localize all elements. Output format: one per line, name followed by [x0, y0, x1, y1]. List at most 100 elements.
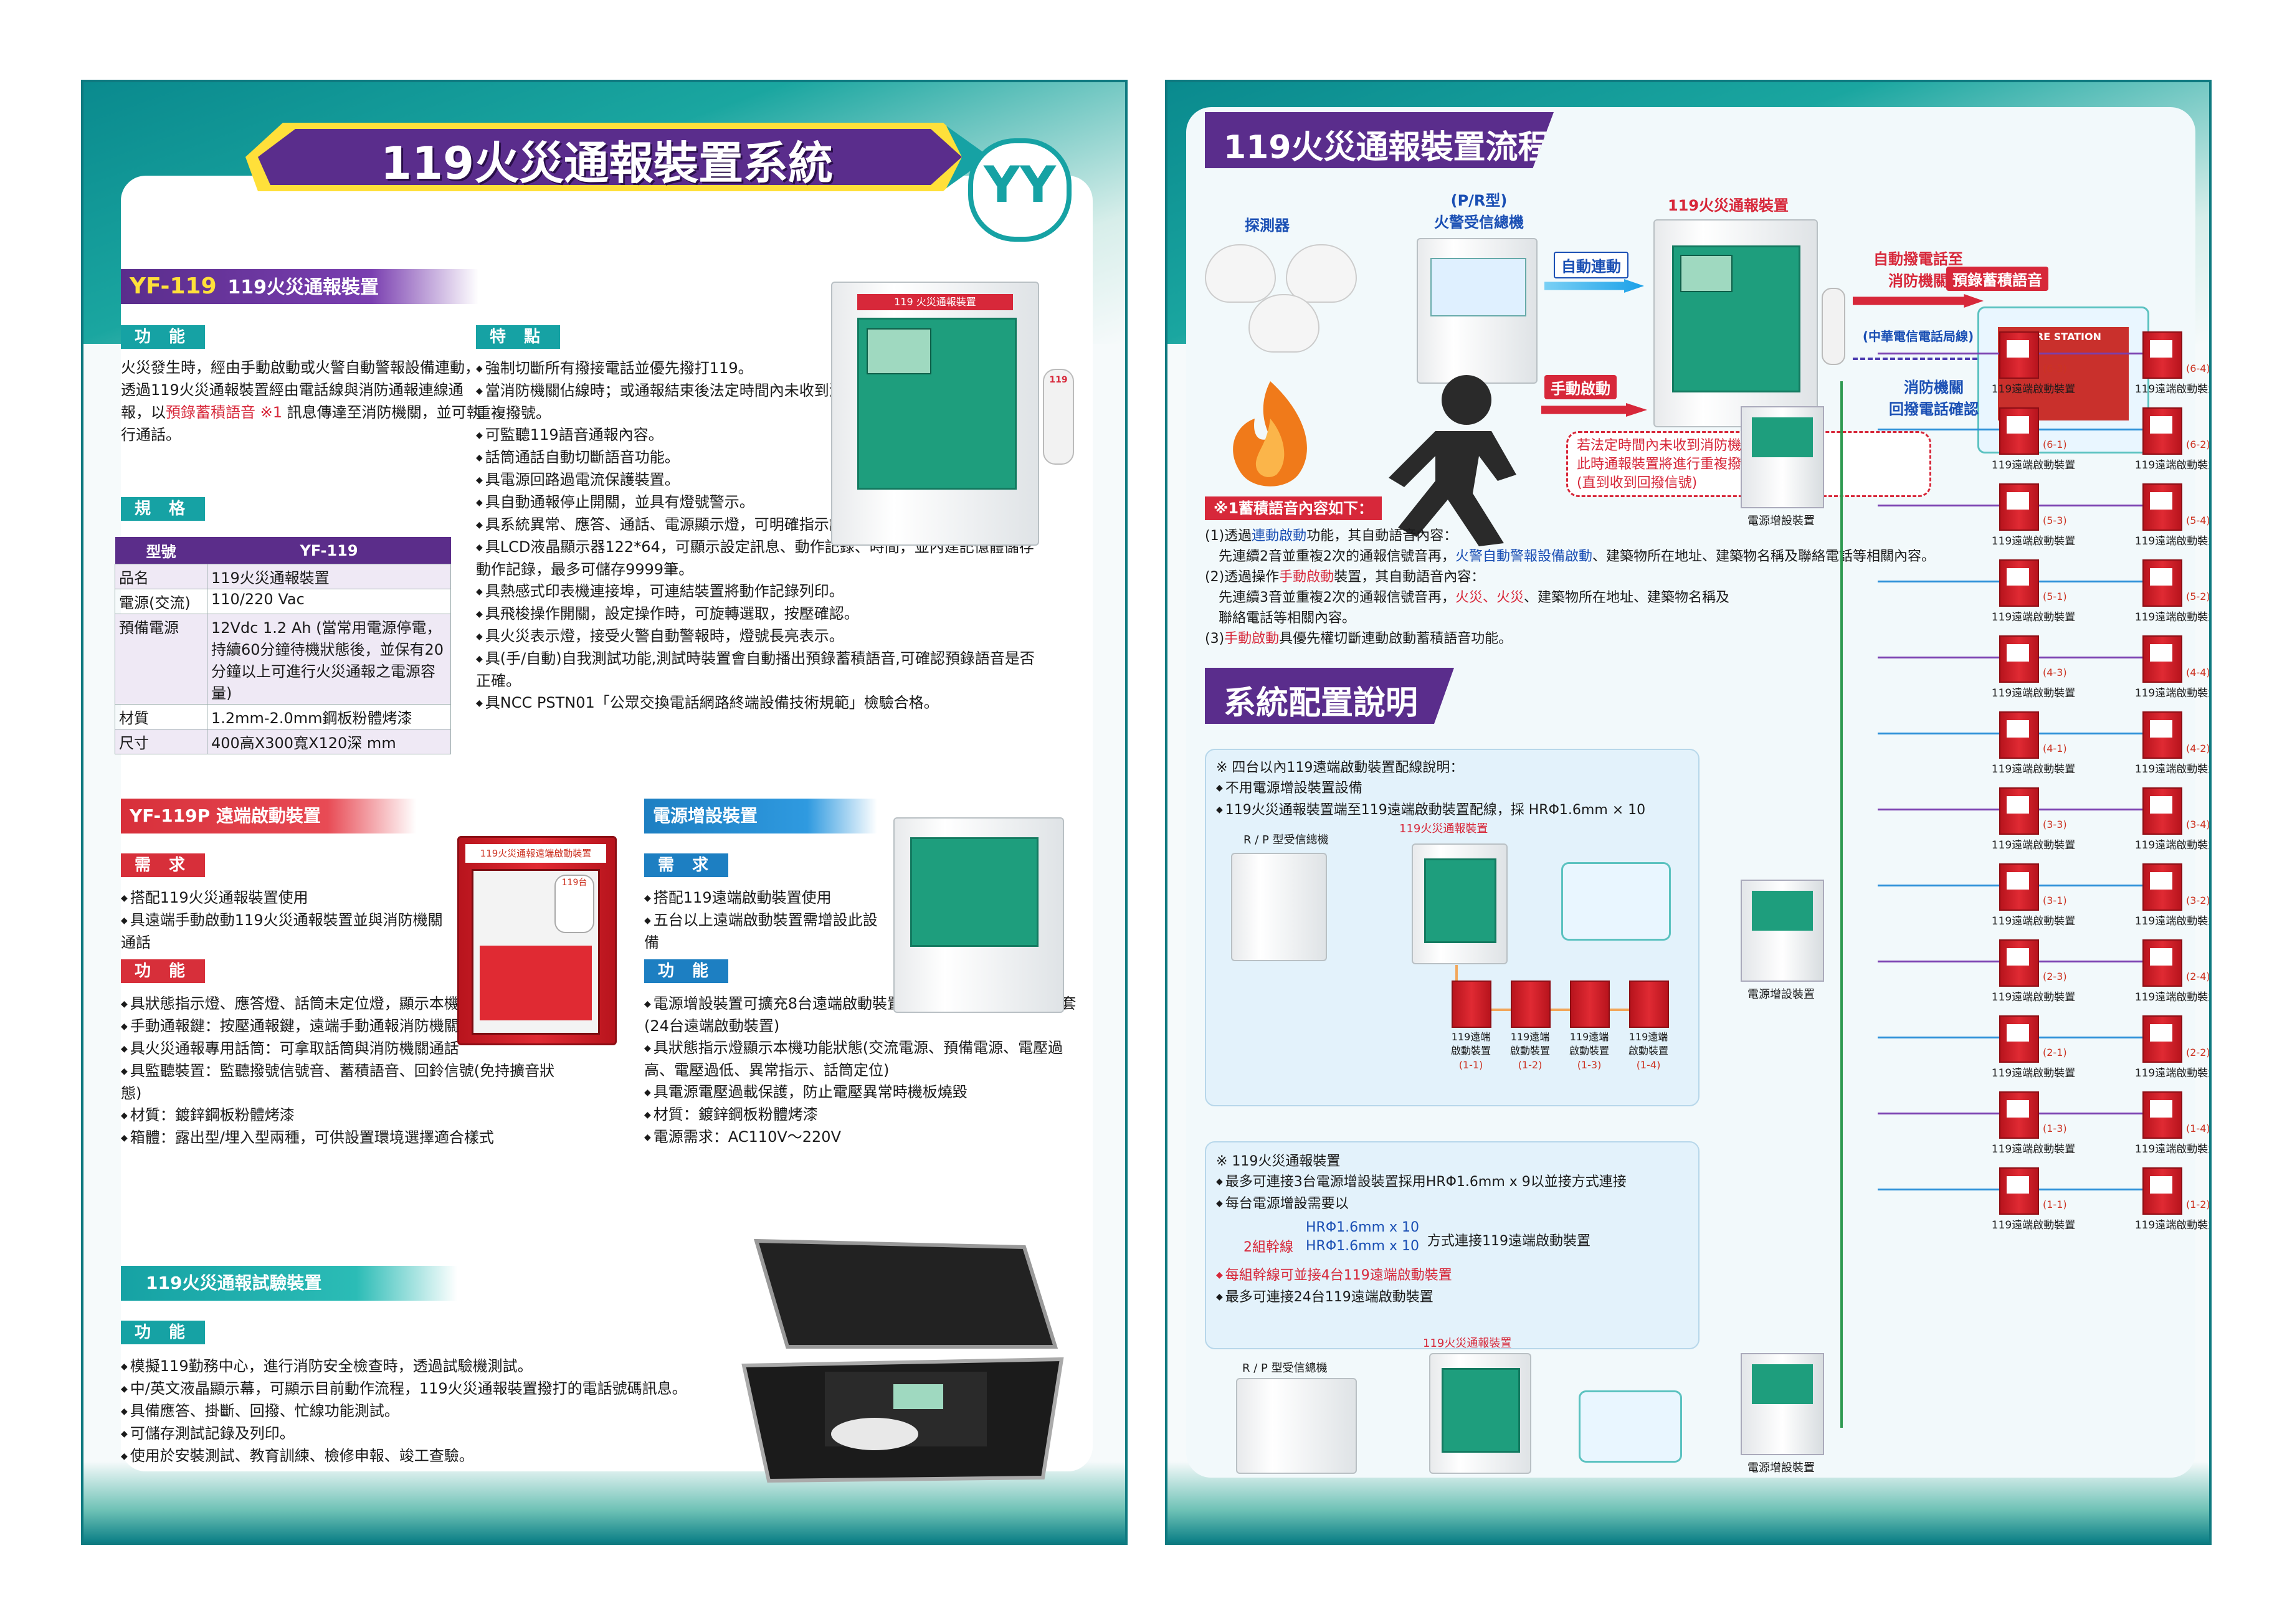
remote-code: (3-4) — [2186, 819, 2210, 830]
box1-receiver-label: R / P 型受信總機 — [1243, 833, 1329, 847]
title-banner: 119火災通報裝置系統 — [245, 116, 993, 197]
remote-code: (5-2) — [2186, 591, 2210, 602]
remote-label: 119遠端啟動裝置 — [2134, 763, 2212, 776]
remote-code: (6-1) — [2043, 439, 2067, 450]
yf119-device-label: 119 火災通報裝置 — [857, 294, 1013, 310]
flow-title: 119火災通報裝置流程 — [1224, 129, 1551, 166]
function-item: 具備應答、掛斷、回撥、忙線功能測試。 — [121, 1400, 731, 1423]
feature-item: 強制切斷所有撥接電話並優先撥打119。 — [476, 358, 1037, 380]
remote-unit: (2-1)119遠端啟動裝置 — [1977, 1015, 2077, 1084]
remote-code: (3-3) — [2043, 819, 2067, 830]
function-item: 使用於安裝測試、教育訓練、檢修申報、竣工查驗。 — [121, 1445, 731, 1468]
yf119p-instruction-plate — [480, 946, 592, 1020]
remote-label: 119遠端啟動裝置 — [1991, 1067, 2076, 1080]
feature-item: 話筒通話自動切斷語音功能。 — [476, 447, 1037, 469]
note1-pre: (1)透過 — [1205, 528, 1252, 544]
remote-code: (5-1) — [2043, 591, 2067, 602]
remote-box-icon — [2142, 939, 2182, 987]
remote-code: (1-4) — [1636, 1059, 1661, 1071]
manual-arrow-icon — [1541, 403, 1647, 417]
spec-row: 電源(交流)110/220 Vac — [115, 589, 451, 614]
auto-link-label: 自動連動 — [1554, 252, 1628, 278]
feature-item: 具NCC PSTN01「公眾交換電話網路終端設備技術規範」檢驗合格。 — [476, 692, 1037, 715]
spec-value: 12Vdc 1.2 Ah (當常用電源停電，持續60分鐘待機狀態後，並保有20分… — [207, 614, 451, 705]
box2-method: 方式連接119遠端啟動裝置 — [1427, 1233, 1590, 1249]
bottom-receiver-image — [1236, 1378, 1357, 1474]
remote-unit: (1-3)119遠端啟動裝置 — [1977, 1091, 2077, 1160]
device-flow-panel — [1672, 245, 1800, 392]
remote-code: (1-3) — [2043, 1123, 2067, 1134]
auto-dial-label: 自動撥電話至 消防機關 — [1873, 250, 1963, 290]
remote-unit: (1-4)119遠端啟動裝置 — [2121, 1091, 2209, 1160]
bottom-device-label: 119火災通報裝置 — [1423, 1337, 1512, 1350]
note1-pre: 先連續3音並重複2次的通報信號音再， — [1205, 590, 1455, 605]
remote-box-icon — [1570, 981, 1610, 1028]
box2-item-0: 最多可連接3台電源增設裝置採用HRΦ1.6mm x 9以並接方式連接 — [1216, 1171, 1690, 1193]
function-item: 電源需求：AC110V～220V — [644, 1126, 1080, 1149]
remote-code: (1-1) — [1458, 1059, 1483, 1071]
remote-label: 119遠端啟動裝置 — [1991, 1219, 2076, 1232]
yf119-handset: 119 — [1043, 369, 1074, 465]
remote-unit: (3-3)119遠端啟動裝置 — [1977, 787, 2077, 856]
function-item: 具狀態指示燈、應答燈、話筒未定位燈，顯示本機功能狀態 — [121, 993, 569, 1015]
remote-unit: (3-4)119遠端啟動裝置 — [2121, 787, 2210, 856]
function-item: 模擬119勤務中心，進行消防安全檢查時，透過試驗機測試。 — [121, 1356, 731, 1378]
remote-label: 119遠端啟動裝置 — [1991, 535, 2076, 548]
right-page: 119火災通報裝置流程 探測器 (P/R型) 火警受信總機 自動連動 119火災… — [1165, 80, 2212, 1545]
remote-code: (5-4) — [2186, 515, 2210, 526]
recorded-voice-label: 預錄蓄積語音 — [1946, 267, 2048, 291]
page-title: 119火災通報裝置系統 — [380, 137, 834, 189]
spec-key: 尺寸 — [115, 729, 207, 754]
config-box-1: ※ 四台以內119遠端啟動裝置配線說明： 不用電源增設裝置設備119火災通報裝置… — [1205, 749, 1700, 1106]
tester-case-image — [731, 1228, 1080, 1484]
remote-name: 119遠端 啟動裝置 — [1628, 1031, 1668, 1057]
yf119-func-text: 火災發生時，經由手動啟動或火警自動警報設備連動，透過119火災通報裝置經由電話線… — [121, 356, 482, 446]
remote-box-icon — [2142, 635, 2182, 683]
function-item: 可儲存測試記錄及列印。 — [121, 1423, 731, 1445]
box2-hr-2: HRΦ1.6mm x 10 — [1306, 1238, 1419, 1254]
note1-post: 具優先權切斷連動啟動蓄積語音功能。 — [1279, 631, 1513, 647]
psu-func-list: 電源增設裝置可擴充8台遠端啟動裝置，最大系統架構可擴充3套 (24台遠端啟動裝置… — [644, 993, 1080, 1149]
person-running-icon — [1342, 369, 1547, 549]
flow-title-bg: 119火災通報裝置流程 — [1205, 112, 1554, 168]
psu-unit-label: 電源增設裝置 — [1747, 988, 1815, 1001]
detector-label: 探測器 — [1245, 217, 1290, 234]
box2-items: 最多可連接3台電源增設裝置採用HRΦ1.6mm x 9以並接方式連接 每台電源增… — [1216, 1171, 1690, 1215]
yf119-handset-label: 119 — [1049, 375, 1068, 385]
function-item: 箱體：露出型/埋入型兩種，可供設置環境選擇適合樣式 — [121, 1127, 569, 1149]
remote-unit: (4-3)119遠端啟動裝置 — [1977, 635, 2077, 704]
remote-box-icon — [1999, 407, 2039, 455]
remote-unit: (3-2)119遠端啟動裝置 — [2121, 863, 2209, 932]
remote-label: 119遠端啟動裝置 — [1991, 915, 2076, 928]
box1-title: ※ 四台以內119遠端啟動裝置配線說明： — [1216, 760, 1464, 776]
remote-box-icon — [1999, 1015, 2039, 1063]
remote-code: (6-3) — [2043, 363, 2067, 374]
box2-trunk-label: 2組幹線 — [1243, 1240, 1293, 1255]
spec-key: 品名 — [115, 564, 207, 589]
spec-value: 119火災通報裝置 — [207, 564, 451, 589]
note1-post: 裝置，其自動語音內容： — [1334, 569, 1485, 585]
psu-device-panel — [910, 837, 1039, 947]
remote-label: 119遠端啟動裝置 — [1991, 687, 2076, 700]
box2-title: ※ 119火災通報裝置 — [1216, 1154, 1341, 1169]
function-item: 具火災通報專用話筒：可拿取話筒與消防機關通話 — [121, 1038, 569, 1060]
remote-box-icon — [1999, 863, 2039, 911]
spec-header-value: YF-119 — [207, 537, 451, 564]
tester-func-list: 模擬119勤務中心，進行消防安全檢查時，透過試驗機測試。中/英文液晶顯示幕，可顯… — [121, 1356, 731, 1468]
remote-label: 119遠端啟動裝置 — [2134, 459, 2212, 472]
remote-box-icon — [2142, 331, 2182, 379]
note1-line: (1)透過連動啟動功能，其自動語音內容： — [1205, 526, 2177, 546]
box1-remote-unit: 119遠端 啟動裝置 (1-4) — [1620, 981, 1676, 1099]
remote-unit: (1-2)119遠端啟動裝置 — [2121, 1167, 2209, 1236]
remote-box-icon — [1999, 559, 2039, 607]
remote-code: (6-2) — [2186, 439, 2210, 450]
yf119p-handset: 119台 — [554, 875, 594, 933]
remote-box-icon — [1629, 981, 1669, 1028]
yf119-spec-tag: 規 格 — [121, 497, 206, 521]
left-page: 119火災通報裝置系統 YY YF-119 119火災通報裝置 功 能 火災發生… — [81, 80, 1128, 1545]
box1-item: 不用電源增設裝置設備 — [1216, 777, 1690, 799]
remote-box-icon — [1999, 711, 2039, 759]
note1-line: 先連續2音並重複2次的通報信號音再，火警自動警報設備啟動、建築物所在地址、建築物… — [1205, 546, 2177, 567]
